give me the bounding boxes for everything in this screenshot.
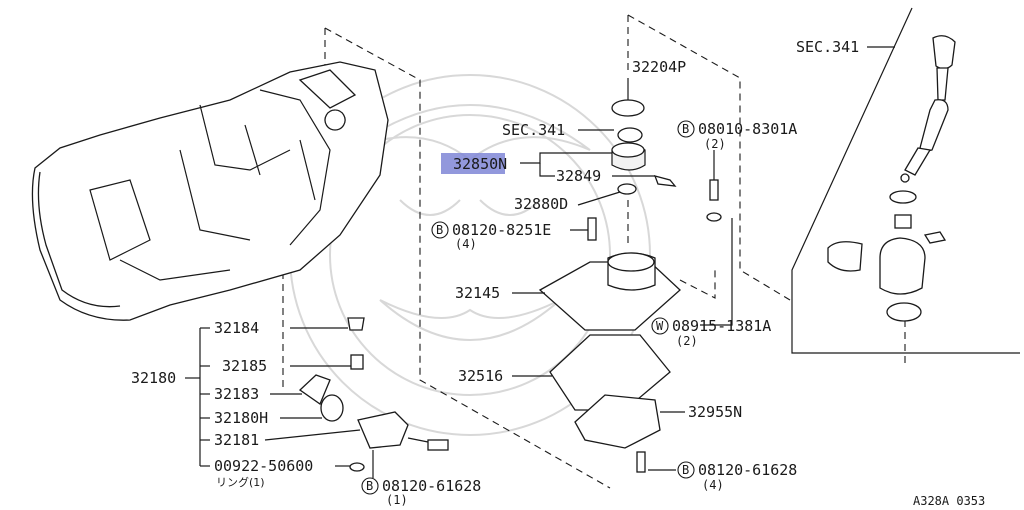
label-08120-8251-qty: (4) xyxy=(455,237,477,251)
label-08120-61628-right[interactable]: 08120-61628 xyxy=(698,461,797,479)
part-32880D-washer xyxy=(617,183,637,195)
part-32180H xyxy=(320,394,344,422)
label-32516[interactable]: 32516 xyxy=(458,367,503,385)
label-32849[interactable]: 32849 xyxy=(556,167,601,185)
part-32204P-snap-ring xyxy=(611,99,645,117)
label-32181[interactable]: 32181 xyxy=(214,431,259,449)
callout-labels: SEC.341 32204P SEC.341 32850N 32849 3288… xyxy=(131,38,985,508)
watermark-emblem xyxy=(289,74,651,436)
label-sec341-top[interactable]: SEC.341 xyxy=(796,38,859,56)
washer-08915-1381A xyxy=(706,212,722,222)
part-32849-pin xyxy=(653,175,677,187)
left-lower-parts xyxy=(298,317,449,472)
bolt-08120-61628-left xyxy=(427,439,449,451)
label-32184[interactable]: 32184 xyxy=(214,319,259,337)
ring-00922-50600 xyxy=(349,462,365,472)
washer-symbol-icon xyxy=(651,317,669,335)
transmission-case xyxy=(31,61,389,321)
bolt-symbol-icon xyxy=(677,120,695,138)
part-seal-ring xyxy=(617,127,643,143)
leader-lines xyxy=(185,46,895,478)
bolt-symbol-icon xyxy=(677,461,695,479)
bolt-08010-8301A xyxy=(709,179,719,201)
label-bolt-08120-8251-letter: B xyxy=(436,223,443,237)
bolt-symbol-icon xyxy=(431,221,449,239)
selected-part-highlight xyxy=(441,153,505,174)
shift-lever-panel xyxy=(791,7,1020,354)
label-bolt-08120-61628-left-letter: B xyxy=(366,479,373,493)
bolt-08120-8251E xyxy=(587,217,597,241)
label-32955N[interactable]: 32955N xyxy=(688,403,742,421)
label-32850N[interactable]: 32850N xyxy=(453,155,507,173)
part-32184 xyxy=(347,317,365,331)
label-32180[interactable]: 32180 xyxy=(131,369,176,387)
label-08120-8251E[interactable]: 08120-8251E xyxy=(452,221,551,239)
label-32183[interactable]: 32183 xyxy=(214,385,259,403)
label-08010-8301A[interactable]: 08010-8301A xyxy=(698,120,797,138)
diagram-code: A328A 0353 xyxy=(913,494,985,508)
label-sec341-mid[interactable]: SEC.341 xyxy=(502,121,565,139)
part-32181 xyxy=(357,411,409,449)
label-ring-note: リング(1) xyxy=(216,475,265,489)
part-32516-gasket xyxy=(549,334,671,411)
bolt-08120-61628-right xyxy=(636,451,646,473)
center-parts xyxy=(538,99,722,473)
label-08915-1381A[interactable]: 08915-1381A xyxy=(672,317,771,335)
label-08010-qty: (2) xyxy=(704,137,726,151)
part-32185 xyxy=(350,354,364,370)
label-32880D[interactable]: 32880D xyxy=(514,195,568,213)
label-32204P[interactable]: 32204P xyxy=(632,58,686,76)
label-08120-61628-left[interactable]: 08120-61628 xyxy=(382,477,481,495)
part-32183 xyxy=(298,374,331,405)
label-32145[interactable]: 32145 xyxy=(455,284,500,302)
label-washer-08915-letter: W xyxy=(656,319,664,333)
label-32180H[interactable]: 32180H xyxy=(214,409,268,427)
label-08120-61628-right-qty: (4) xyxy=(702,478,724,492)
bolt-symbol-icon xyxy=(361,477,379,495)
label-00922-50600[interactable]: 00922-50600 xyxy=(214,457,313,475)
label-08120-61628-left-qty: (1) xyxy=(386,493,408,507)
label-08915-qty: (2) xyxy=(676,334,698,348)
part-32955N-cover xyxy=(574,394,661,449)
label-32185[interactable]: 32185 xyxy=(222,357,267,375)
label-bolt-08120-61628-right-letter: B xyxy=(682,463,689,477)
phantom-box-center xyxy=(627,14,906,365)
label-bolt-08010-letter: B xyxy=(682,122,689,136)
